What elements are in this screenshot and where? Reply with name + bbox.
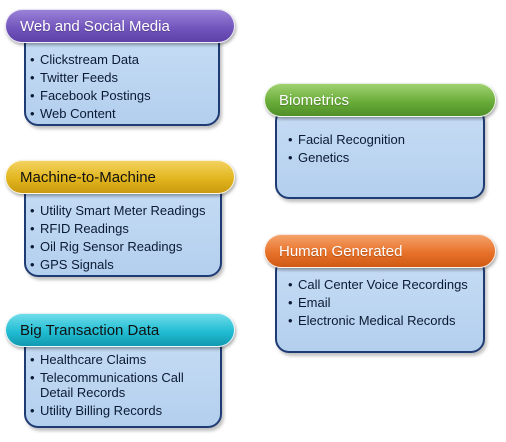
- human-generated-list: •Call Center Voice Recordings •Email •El…: [288, 277, 478, 331]
- web-social-media-title: Web and Social Media: [20, 17, 170, 35]
- big-transaction-data-title: Big Transaction Data: [20, 321, 160, 339]
- machine-to-machine-header: Machine-to-Machine: [5, 160, 235, 194]
- list-item: •Facial Recognition: [288, 132, 405, 147]
- list-item: •GPS Signals: [30, 257, 114, 272]
- big-transaction-data-header: Big Transaction Data: [5, 313, 235, 347]
- biometrics-title: Biometrics: [279, 91, 350, 109]
- list-item: •Electronic Medical Records: [288, 313, 456, 328]
- big-transaction-data-body: [24, 334, 222, 428]
- bullet-icon: •: [30, 257, 35, 272]
- list-item: •Healthcare Claims: [30, 352, 147, 367]
- bullet-icon: •: [30, 106, 35, 121]
- list-item: •Clickstream Data: [30, 52, 139, 67]
- bullet-icon: •: [30, 52, 35, 67]
- web-social-media-header: Web and Social Media: [5, 9, 235, 43]
- bullet-icon: •: [288, 313, 293, 328]
- bullet-icon: •: [288, 295, 293, 310]
- bullet-icon: •: [30, 221, 35, 236]
- machine-to-machine-title: Machine-to-Machine: [20, 168, 156, 186]
- bullet-icon: •: [30, 239, 35, 254]
- machine-to-machine-list: •Utility Smart Meter Readings •RFID Read…: [30, 203, 220, 275]
- list-item: •Oil Rig Sensor Readings: [30, 239, 183, 254]
- bullet-icon: •: [30, 403, 35, 418]
- list-item: •RFID Readings: [30, 221, 129, 236]
- list-item: •Web Content: [30, 106, 116, 121]
- human-generated-title: Human Generated: [279, 242, 403, 260]
- bullet-icon: •: [288, 277, 293, 292]
- web-social-media-list: •Clickstream Data •Twitter Feeds •Facebo…: [30, 52, 216, 124]
- list-item: •Twitter Feeds: [30, 70, 119, 85]
- list-item: •Utility Smart Meter Readings: [30, 203, 206, 218]
- list-item: •Email: [288, 295, 331, 310]
- bullet-icon: •: [30, 370, 35, 385]
- biometrics-body: [275, 107, 485, 199]
- list-item: •Call Center Voice Recordings: [288, 277, 468, 292]
- biometrics-header: Biometrics: [264, 83, 496, 117]
- bullet-icon: •: [288, 150, 293, 165]
- list-item: •Telecommunications Call Detail Records: [30, 370, 184, 400]
- list-item: •Utility Billing Records: [30, 403, 163, 418]
- bullet-icon: •: [30, 352, 35, 367]
- bullet-icon: •: [30, 203, 35, 218]
- bullet-icon: •: [30, 70, 35, 85]
- bullet-icon: •: [288, 132, 293, 147]
- big-transaction-data-list: •Healthcare Claims •Telecommunications C…: [30, 352, 220, 421]
- biometrics-list: •Facial Recognition •Genetics: [288, 132, 484, 168]
- bullet-icon: •: [30, 88, 35, 103]
- human-generated-header: Human Generated: [264, 234, 496, 268]
- list-item: •Facebook Postings: [30, 88, 151, 103]
- list-item: •Genetics: [288, 150, 350, 165]
